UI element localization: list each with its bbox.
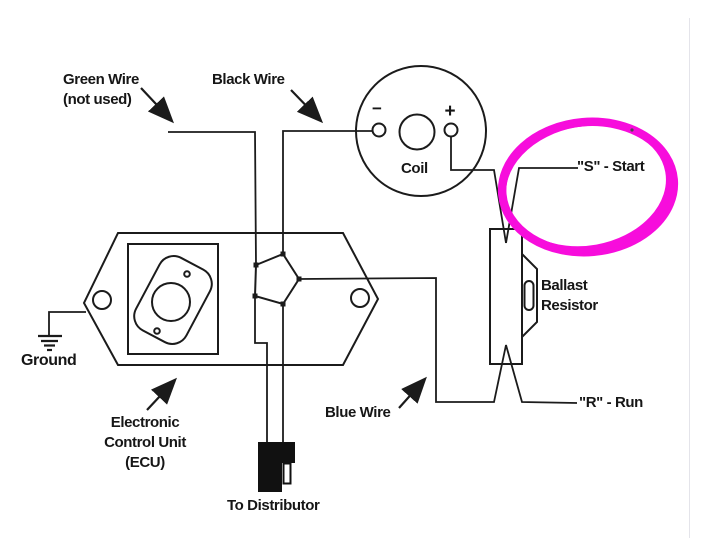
highlight-circle [497,117,679,257]
coil-negative-terminal [371,122,387,138]
ecu-connector-pentagon [253,252,301,306]
ecu-plate-bolt-hole-top [183,270,191,278]
ecu-plate-bolt-hole-bottom [153,327,161,335]
blue-wire-label: Blue Wire [325,404,391,421]
r-run-label: "R" - Run [579,394,643,411]
distributor-wire-1 [254,296,268,444]
coil-label: Coil [401,160,428,177]
ground-wire [48,311,86,336]
black-wire-arrow [290,89,324,124]
ecu-plate-center-hole [151,282,191,322]
ecu-label-line2: Control Unit [104,434,186,451]
pen-speck-artifact [630,128,634,132]
green-wire-arrow [140,87,175,124]
coil-center-tower [398,113,436,151]
coil-plus-to-ballast-wire [450,137,507,244]
ballast-label-line2: Resistor [541,297,598,314]
ecu-body [82,232,380,366]
ecu-mount-hole-right [350,288,370,308]
ballast-resistor-slot [523,280,535,311]
ballast-resistor-label: Ballast Resistor [541,276,598,316]
green-wire-label: Green Wire (not used) [63,70,139,110]
black-wire-label: Black Wire [212,71,285,88]
ecu-label-line1: Electronic [110,414,180,431]
ecu-inner-panel [127,243,219,355]
ballast-resistor-body [489,228,523,365]
coil-body [355,65,487,197]
blue-wire-run-wire [298,277,578,404]
coil-minus-symbol: − [372,99,382,118]
black-wire [282,130,373,254]
ballast-label-line1: Ballast [541,277,588,294]
green-wire-label-line2: (not used) [63,91,132,108]
blue-wire-arrow [398,376,427,409]
green-wire-label-line1: Green Wire [63,71,139,88]
ecu-label-line3: (ECU) [125,454,165,471]
green-wire [168,131,257,266]
ground-symbol [38,334,62,352]
ground-label: Ground [21,352,77,369]
ecu-mount-hole-left [92,290,112,310]
to-distributor-label: To Distributor [227,497,320,514]
ecu-label: Electronic Control Unit (ECU) [85,413,205,473]
pentagon-pin-dots [252,251,302,307]
ecu-gasket-plate [133,255,213,345]
ecu-label-arrow [146,377,177,411]
coil-positive-terminal [443,122,459,138]
distributor-connector [258,442,295,492]
ballast-resistor-tab [521,251,538,340]
coil-plus-symbol: + [444,101,455,122]
s-start-label: "S" - Start [577,158,645,175]
